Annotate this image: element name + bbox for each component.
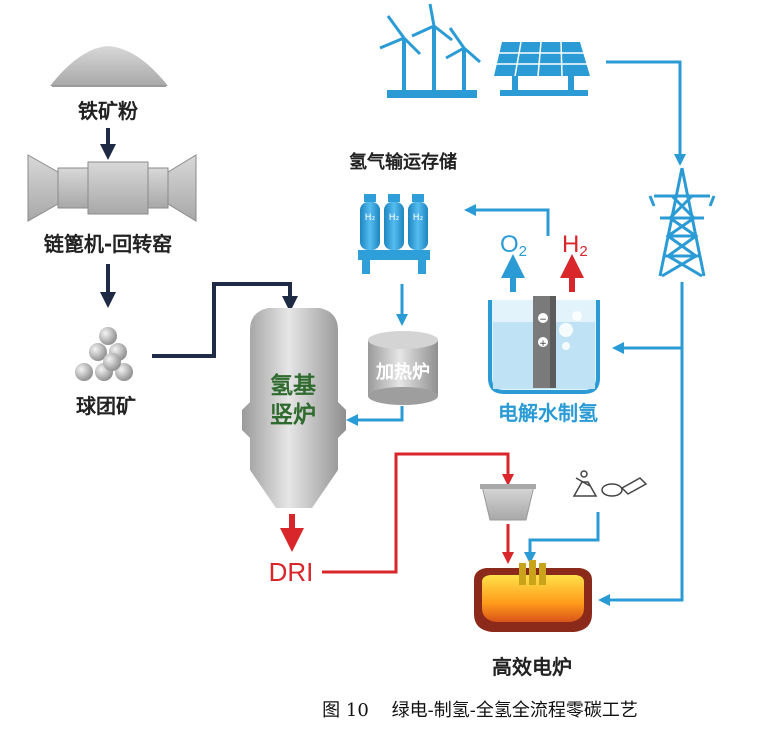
h2-letter: H	[562, 231, 579, 258]
solar-panel-icon	[494, 41, 590, 96]
label-eaf: 高效电炉	[492, 655, 572, 679]
ladle-icon	[480, 484, 536, 521]
label-electrolysis: 电解水制氢	[498, 401, 598, 425]
pellet-stack-icon	[75, 327, 133, 381]
tank-label-1: H₂	[365, 213, 376, 223]
wind-turbine-icon	[379, 3, 481, 98]
electric-arc-furnace-icon	[474, 560, 592, 632]
powder-pile-icon	[50, 46, 168, 87]
h2-subscript: 2	[579, 243, 587, 260]
electrolyzer-icon: − +	[488, 296, 600, 394]
arrow-pellets-to-shaft	[152, 282, 298, 358]
label-iron-ore-powder: 铁矿粉	[78, 99, 138, 123]
o2-letter: O	[500, 231, 519, 258]
svg-text:+: +	[539, 339, 547, 349]
label-pellets: 球团矿	[76, 394, 136, 418]
arrow-electrolyzer-to-storage	[464, 204, 550, 236]
h2-tank-icon: H₂ H₂ H₂	[358, 194, 430, 274]
arrow-heater-to-shaft	[346, 406, 404, 426]
hydrogen-shaft-furnace	[242, 308, 346, 508]
label-h2-storage: 氢气输运存储	[349, 151, 457, 173]
o2-subscript: 2	[519, 243, 527, 260]
tank-label-2: H₂	[389, 213, 400, 223]
arrow-lab-to-eaf	[524, 512, 600, 564]
line-tower-feed	[598, 282, 684, 606]
heating-furnace	[368, 331, 438, 405]
lab-equipment-icon	[572, 470, 648, 497]
label-shaft-furnace-line1: 氢基	[270, 372, 317, 399]
arrow-dri-to-ladle	[322, 452, 514, 574]
grate-kiln-icon	[27, 154, 197, 222]
label-dri: DRI	[269, 557, 314, 587]
label-o2: O2	[500, 231, 527, 260]
tank-label-3: H₂	[413, 213, 424, 223]
transmission-tower-icon	[648, 167, 716, 278]
svg-text:−: −	[539, 315, 547, 325]
label-heating-furnace: 加热炉	[375, 361, 430, 383]
arrow-solar-to-tower	[606, 60, 686, 166]
label-h2: H2	[562, 231, 588, 260]
label-grate-kiln: 链篦机-回转窑	[44, 232, 172, 256]
figure-caption: 图 10 绿电-制氢-全氢全流程零碳工艺	[322, 700, 638, 721]
label-shaft-furnace-line2: 竖炉	[270, 401, 316, 428]
